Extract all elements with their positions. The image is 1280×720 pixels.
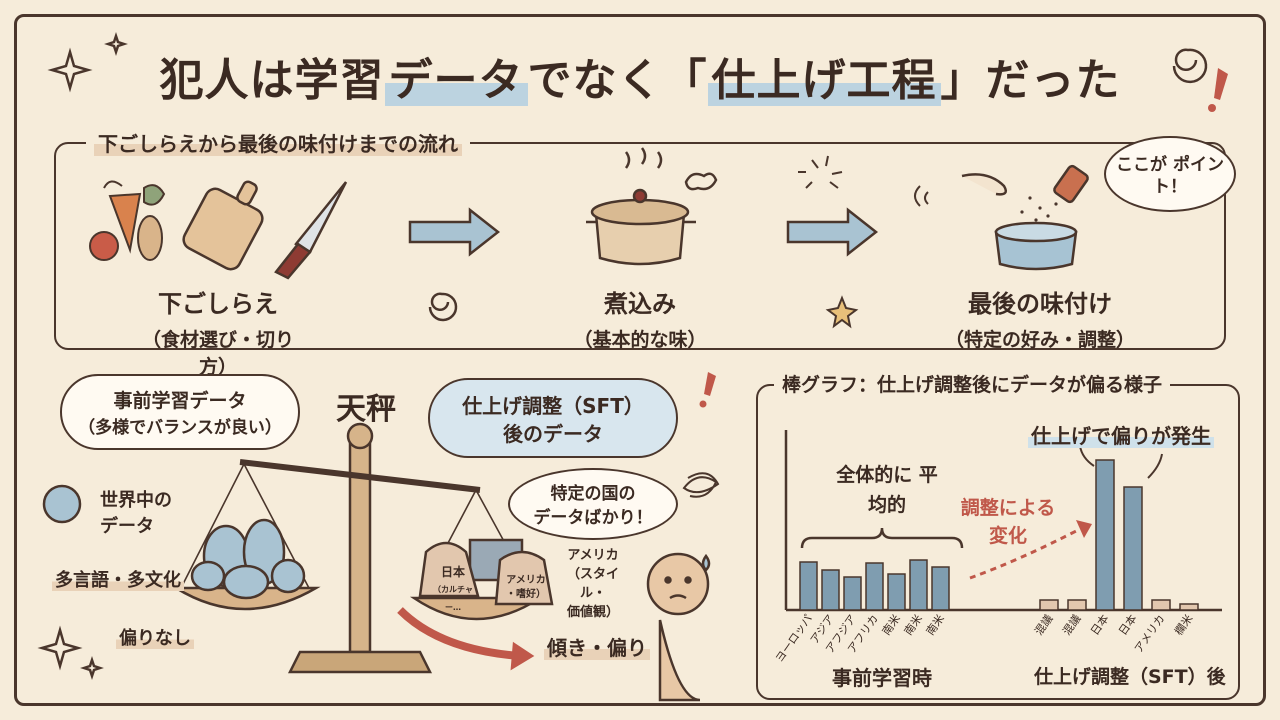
tick-label-sft-3: 日本 — [1115, 612, 1139, 638]
bar-sft-5 — [1179, 603, 1199, 611]
japan-bag-label: 日本（カルチャー… — [433, 565, 473, 612]
bar-pretrain-5 — [909, 559, 928, 611]
america-bag-label: アメリカ・嗜好） — [506, 575, 546, 600]
change-arrow-icon — [969, 526, 1083, 580]
process-section-label: 下ごしらえから最後の味付けまでの流れ — [86, 128, 470, 157]
vegetables-icon — [89, 180, 166, 261]
step-simmer-title: 煮込み — [604, 290, 676, 318]
pretrain-annotation: 全体的に 平均的 — [836, 464, 938, 516]
point-bubble: ここが ポイント！ — [1104, 136, 1236, 212]
bar-pretrain-2 — [843, 576, 862, 611]
seasoning-particles — [1020, 196, 1058, 222]
step-prep: 下ごしらえ （食材選び・切り方） — [128, 284, 308, 379]
title-part-3: でなく「 — [527, 55, 708, 106]
brace-icon — [800, 527, 964, 549]
title-part-1: 犯人は学習 — [159, 55, 385, 106]
star-icon — [825, 295, 859, 329]
bar-pretrain-0 — [799, 561, 818, 611]
no-bias-label: 偏りなし — [116, 624, 194, 650]
thought-bubble: 特定の国のデータばかり！ — [508, 468, 678, 540]
worried-person-icon — [646, 552, 711, 702]
seasoning-pot-icon — [961, 164, 1089, 271]
pointer-arrow-icon — [1079, 445, 1095, 467]
pot-icon — [586, 147, 718, 266]
page-title: 犯人は学習データでなく「仕上げ工程」だった — [0, 44, 1280, 108]
flow-arrow-icon — [408, 207, 879, 257]
exclamation-icon — [699, 68, 1228, 408]
america-note: アメリカ（スタイル・価値観） — [566, 548, 619, 620]
step-seasoning-subtitle: （特定の好み・調整） — [944, 329, 1135, 351]
title-part-2: データ — [384, 55, 528, 106]
bar-pretrain-4 — [887, 573, 906, 611]
bar-sft-3 — [1123, 486, 1143, 611]
pointer-arrow-icon — [1147, 453, 1163, 479]
scale-base — [287, 650, 433, 674]
bar-sft-1 — [1067, 599, 1087, 611]
change-label: 調整による 変化 — [960, 497, 1056, 547]
sparkle-icon — [37, 32, 128, 680]
step-simmer: 煮込み （基本的な味） — [550, 284, 730, 352]
bar-sft-4 — [1151, 599, 1171, 611]
cutting-board-icon — [182, 180, 264, 271]
tick-label-sft-5: 欄米 — [1171, 612, 1195, 638]
tilt-arrow-icon — [397, 607, 521, 660]
outer-frame — [14, 14, 1266, 706]
swirl-icon — [428, 48, 1208, 322]
step-prep-title: 下ごしらえ — [158, 290, 278, 318]
data-bags-icon — [190, 518, 306, 600]
bar-sft-0 — [1039, 599, 1059, 611]
step-simmer-subtitle: （基本的な味） — [573, 329, 707, 351]
pretrain-bubble: 事前学習データ（多様でバランスが良い） — [60, 374, 300, 450]
multilingual-label: 多言語・多文化 — [52, 566, 184, 592]
scale-label: 天秤 — [336, 392, 396, 427]
step-seasoning: 最後の味付け （特定の好み・調整） — [930, 284, 1150, 352]
change-arrowhead-icon — [1076, 520, 1092, 538]
scale-beam — [239, 459, 481, 493]
title-part-4: 仕上げ工程 — [707, 55, 941, 106]
scribble-icon — [682, 472, 720, 498]
tick-label-sft-0: 混議 — [1031, 612, 1055, 638]
tick-label-pretrain-4: 南米 — [880, 612, 903, 637]
burst-icon — [798, 155, 929, 207]
tick-label-pretrain-5: 南米 — [902, 612, 925, 637]
title-part-5: 」だった — [940, 55, 1121, 106]
step-prep-subtitle: （食材選び・切り方） — [141, 329, 294, 378]
globe-icon — [42, 484, 82, 524]
process-section — [54, 142, 1226, 350]
sft-annotation: 仕上げで偏りが発生 — [1028, 420, 1214, 449]
bar-pretrain-6 — [931, 566, 950, 611]
scale-knob — [346, 422, 374, 450]
step-seasoning-title: 最後の味付け — [968, 290, 1112, 318]
knife-icon — [274, 181, 348, 280]
sft-bubble: 仕上げ調整（SFT）後のデータ — [428, 378, 678, 458]
chart-section-label: 棒グラフ：仕上げ調整後にデータが偏る様子 — [774, 370, 1171, 397]
pretrain-axis-label: 事前学習時 — [832, 666, 932, 690]
bar-sft-2 — [1095, 459, 1115, 611]
world-data-label: 世界中のデータ — [100, 490, 172, 537]
tick-label-sft-2: 日本 — [1087, 612, 1111, 638]
tick-label-sft-1: 混議 — [1059, 612, 1083, 638]
bar-pretrain-1 — [821, 569, 840, 611]
biased-bags-icon — [418, 538, 554, 606]
tick-label-pretrain-6: 南米 — [924, 612, 947, 637]
tilt-label: 傾き・偏り — [544, 632, 650, 661]
bar-pretrain-3 — [865, 562, 884, 611]
sft-axis-label: 仕上げ調整（SFT）後 — [1034, 666, 1226, 688]
